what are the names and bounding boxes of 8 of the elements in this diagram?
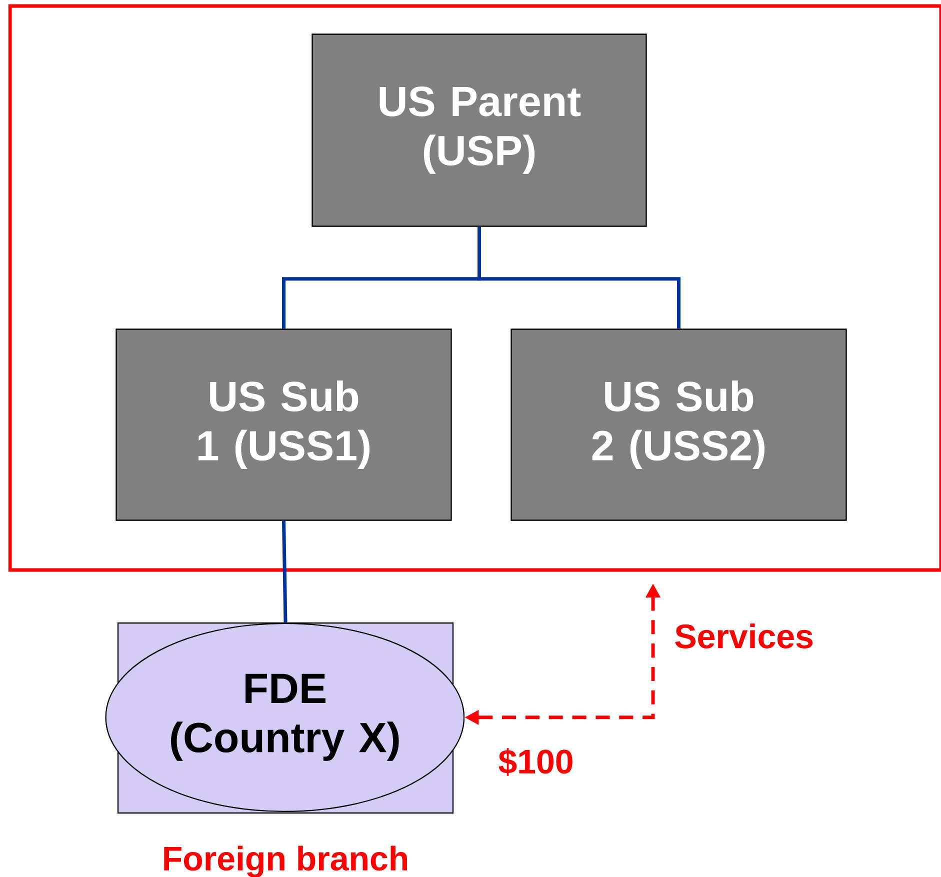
connector-line <box>478 226 680 329</box>
entity-box: US Parent (USP) <box>312 34 647 227</box>
entity-box: US Sub 1 (USS1) <box>116 328 452 521</box>
connector-line <box>282 520 288 622</box>
amount-label: $100 <box>498 748 572 776</box>
entity-box: US Sub 2 (USS2) <box>510 328 847 521</box>
edge-label: Services <box>675 624 813 648</box>
group-frame <box>8 4 941 572</box>
